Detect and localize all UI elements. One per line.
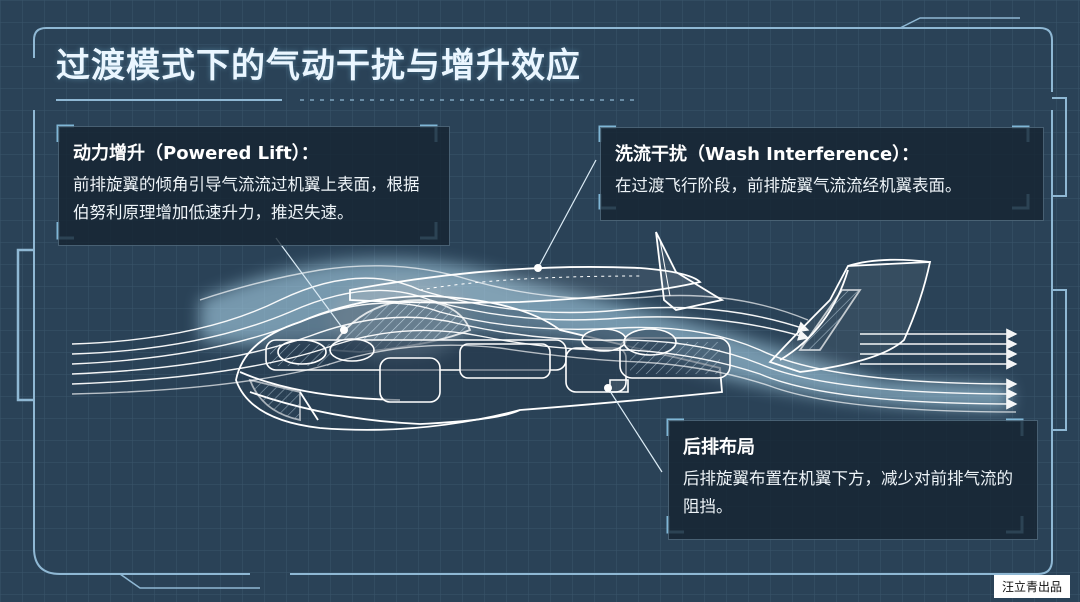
tail-fin — [655, 231, 725, 311]
page-title: 过渡模式下的气动干扰与增升效应 — [56, 46, 581, 86]
leader-lines — [275, 159, 663, 473]
frame — [16, 17, 1067, 589]
airflow-streamlines — [71, 265, 1018, 413]
callout-heading: 后排布局 — [683, 437, 755, 458]
callout-heading: 动力增升（Powered Lift）： — [73, 143, 319, 164]
callout-body: 前排旋翼的倾角引导气流流过机翼上表面，根据伯努利原理增加低速升力，推迟失速。 — [73, 175, 420, 222]
callout-rear-layout: 后排布局 后排旋翼布置在机翼下方，减少对前排气流的阻挡。 — [668, 420, 1038, 540]
watermark: 汪立青出品 — [993, 575, 1070, 598]
callout-heading: 洗流干扰（Wash Interference）： — [615, 144, 920, 165]
callout-wash-interference: 洗流干扰（Wash Interference）： 在过渡飞行阶段，前排旋翼气流流… — [600, 127, 1044, 221]
callout-body: 在过渡飞行阶段，前排旋翼气流流经机翼表面。 — [615, 176, 962, 195]
callout-powered-lift: 动力增升（Powered Lift）： 前排旋翼的倾角引导气流流过机翼上表面，根… — [58, 126, 450, 246]
callout-body: 后排旋翼布置在机翼下方，减少对前排气流的阻挡。 — [683, 469, 1013, 516]
leader-dots — [340, 264, 612, 392]
